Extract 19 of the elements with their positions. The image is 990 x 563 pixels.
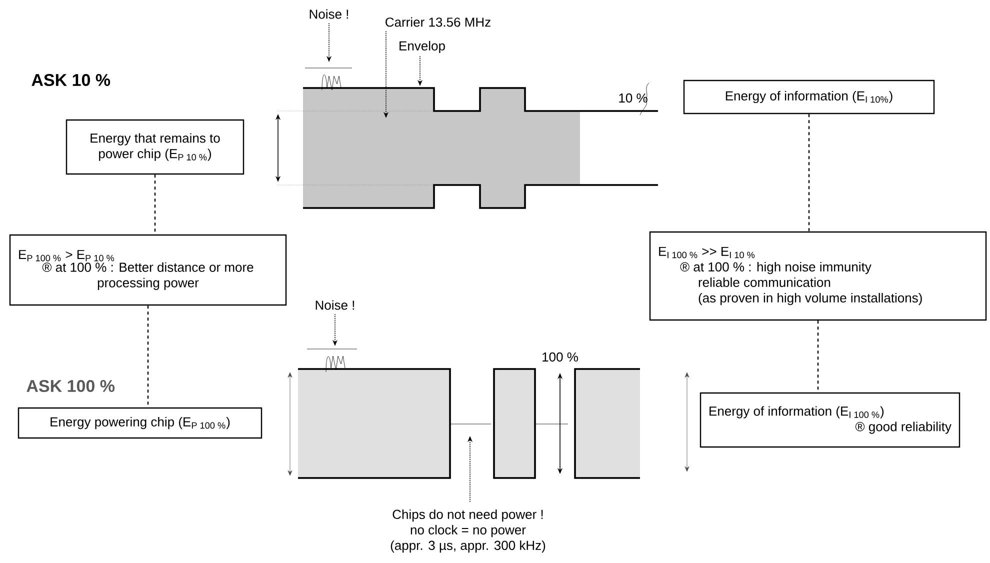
connector-line (147, 306, 149, 408)
text-label: ASK 10 % (32, 74, 110, 86)
connector-line (808, 114, 810, 232)
annotation-text: Noise ! (310, 9, 348, 19)
annotation-text: Noise ! (316, 300, 354, 310)
annotation-text: Chips do not need power ! no clock = no power (appr. 3 µs, appr. 300 kHz) (390, 509, 546, 553)
text-box: Energy that remains to power chip (E$_{P 10 %}$) (66, 119, 244, 175)
text-label: ASK 100 % (26, 380, 115, 392)
connector-line (817, 320, 819, 392)
text-box: Energy powering chip (E$_{P 100 %}$) (18, 407, 262, 439)
text-label: 10 % (619, 93, 648, 103)
connector-line (154, 174, 156, 234)
annotation-text: Carrier 13.56 MHz (386, 17, 490, 27)
text-box: Energy of information (E$_{I 10%}$) (683, 80, 935, 114)
text-box: Energy of information (E$_{I 100 %}$) ® good reliability (700, 392, 960, 448)
text-box: E$_{P 100 %}$ > E$_{P 10 %}$ ® at 100 % : Better distance or more processing power (9, 234, 287, 306)
text-box: E$_{I 100 %}$ >> E$_{I 10 %}$ ® at 100 % : high noise immunity reliable communication (as proven in high volume installations) (649, 231, 987, 321)
text-label: 100 % (542, 352, 578, 362)
annotation-text: Envelop (400, 40, 445, 54)
